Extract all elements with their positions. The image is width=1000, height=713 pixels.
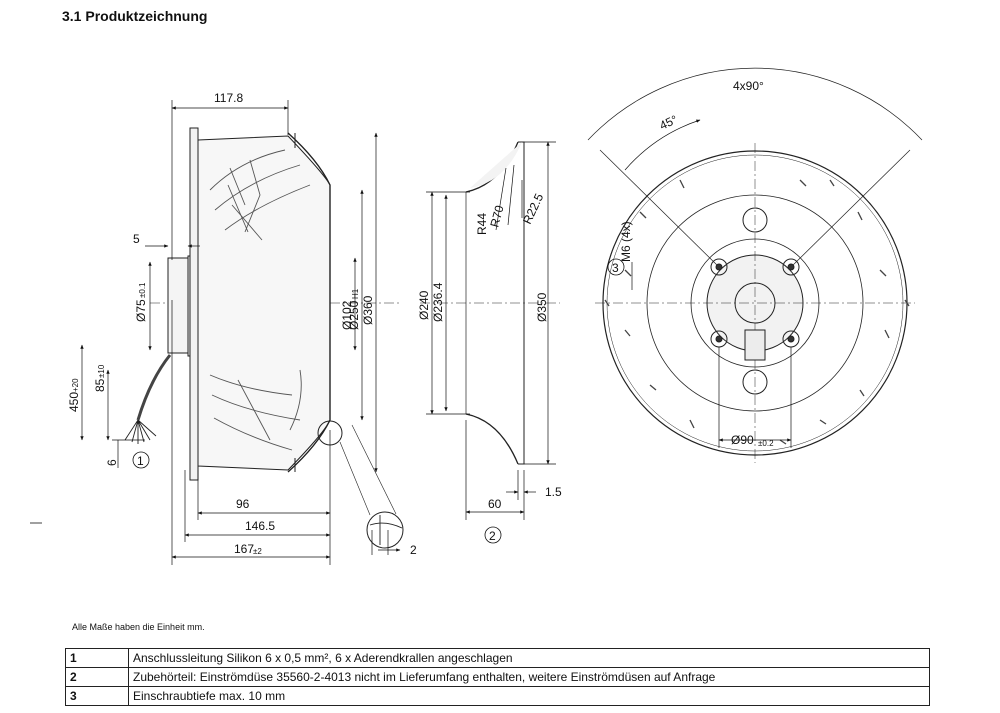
dim-167: 167 — [234, 542, 254, 556]
page-title: 3.1 Produktzeichnung — [62, 8, 208, 24]
side-view — [124, 127, 404, 549]
units-note: Alle Maße haben die Einheit mm. — [72, 622, 205, 632]
dim-360: Ø360 — [361, 295, 375, 325]
dim-85: 85 — [93, 378, 107, 392]
dim-240: Ø240 — [417, 290, 431, 320]
dim-4x90: 4x90° — [733, 79, 764, 93]
dim-85-tol: ±10 — [97, 364, 106, 378]
note-text: Einschraubtiefe max. 10 mm — [128, 686, 930, 706]
dim-167-tol: ±2 — [253, 547, 262, 556]
dim-6: 6 — [105, 459, 119, 466]
dim-5: 5 — [133, 232, 140, 246]
dim-90: Ø90 — [731, 433, 754, 447]
dim-350: Ø350 — [535, 292, 549, 322]
dim-102: Ø102 — [340, 300, 354, 330]
dim-75-tol: ±0.1 — [138, 282, 147, 298]
dim-117-8: 117.8 — [214, 91, 243, 105]
notes-table: 1 Anschlussleitung Silikon 6 x 0,5 mm², … — [65, 648, 930, 706]
dim-250: Ø250 — [347, 300, 361, 330]
note-number: 2 — [65, 667, 129, 687]
side-view-dimension-lines — [80, 100, 401, 565]
dim-146-5: 146.5 — [245, 519, 275, 533]
dim-60: 60 — [488, 497, 502, 511]
dim-236-4: Ø236.4 — [431, 282, 445, 322]
nozzle-dimension-lines — [426, 141, 556, 520]
dim-r44: R44 — [475, 213, 489, 235]
table-row: 3 Einschraubtiefe max. 10 mm — [65, 686, 930, 706]
note-number: 1 — [65, 648, 129, 668]
front-view-dimension-lines — [624, 119, 792, 448]
dim-450: 450 — [67, 392, 81, 412]
nozzle-view — [420, 141, 560, 465]
front-view — [587, 67, 923, 463]
callout-2: 2 — [489, 529, 496, 543]
dim-90-tol: ±0.2 — [758, 439, 774, 448]
note-text: Zubehörteil: Einströmdüse 35560-2-4013 n… — [128, 667, 930, 687]
side-view-labels: 117.8 5 Ø75 ±0.1 450 +20 85 ±10 6 Ø102 Ø… — [67, 91, 417, 557]
dim-m6: M6 (4x) — [619, 221, 633, 262]
dim-2: 2 — [410, 543, 417, 557]
technical-drawing: 117.8 5 Ø75 ±0.1 450 +20 85 ±10 6 Ø102 Ø… — [30, 67, 923, 565]
dim-450-tol: +20 — [71, 378, 80, 392]
note-number: 3 — [65, 686, 129, 706]
dim-250-tol: H1 — [351, 288, 360, 299]
callout-1: 1 — [137, 454, 144, 468]
table-row: 2 Zubehörteil: Einströmdüse 35560-2-4013… — [65, 667, 930, 687]
nozzle-labels: R44 R70 R22.5 Ø240 Ø236.4 Ø350 60 1.5 2 — [417, 191, 562, 544]
dim-96: 96 — [236, 497, 250, 511]
dim-1-5: 1.5 — [545, 485, 562, 499]
note-text: Anschlussleitung Silikon 6 x 0,5 mm², 6 … — [128, 648, 930, 668]
front-view-labels: 4x90° 45° M6 (4x) Ø90 ±0.2 3 — [607, 79, 774, 448]
callout-3: 3 — [612, 261, 619, 275]
table-row: 1 Anschlussleitung Silikon 6 x 0,5 mm², … — [65, 648, 930, 668]
dim-r70: R70 — [487, 204, 506, 229]
dim-75: Ø75 — [134, 299, 148, 322]
